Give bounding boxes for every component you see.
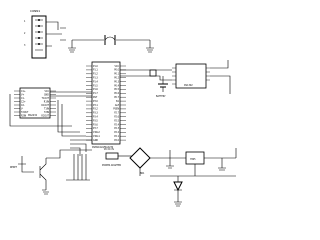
transceiver-pin-label: R2OUT xyxy=(41,114,49,117)
mcu-pin-label: P0.6 xyxy=(114,92,119,95)
mcu-right-pins: VCCP0.0P0.1P0.2P0.3P0.4P0.5P0.6P0.7EAALE… xyxy=(113,65,126,142)
mcu-pin-label: P0.2 xyxy=(114,77,119,80)
mcu-pin-label: P0.4 xyxy=(114,84,119,87)
transceiver-pin-label: T2IN xyxy=(44,111,49,114)
battery: BATTERY xyxy=(156,76,168,98)
mcu-pin-label: P0.0 xyxy=(114,69,119,72)
mcu-pin-label: PSEN xyxy=(113,108,119,111)
mcu-pin-label: P2.1 xyxy=(114,135,119,138)
mcu-pin-label: ALE xyxy=(115,104,120,107)
mcu-pin-label: P1.1 xyxy=(93,69,98,72)
connector-label: CONN1 xyxy=(30,9,40,13)
mcu-label: DS89C4x0/MAX232 xyxy=(92,146,114,149)
mcu-pin-label: P3.7 xyxy=(93,127,98,130)
transceiver-wires xyxy=(9,91,92,137)
dc-in-label: 9V DC IN xyxy=(104,148,114,151)
power-supply: 9V DC IN POWER ADAPTER BR1 7805 xyxy=(102,147,237,207)
rtc-chip: DS1302 xyxy=(120,60,231,94)
bridge-label: BR1 xyxy=(140,172,145,175)
mcu-pin-label: P2.5 xyxy=(114,119,119,122)
regulator-label: 7805 xyxy=(190,158,196,161)
mcu-left-pins: P1.0P1.1P1.2P1.3P1.4P1.5P1.6P1.7RSTP3.0P… xyxy=(86,65,100,142)
mcu-pin-label: P1.0 xyxy=(93,65,98,68)
transceiver-pin-label: C2- xyxy=(21,104,25,107)
port-wires xyxy=(66,139,92,181)
mcu-pin-label: P1.2 xyxy=(93,73,98,76)
mcu-pin-label: P1.5 xyxy=(93,84,98,87)
mcu-pin-label: P1.6 xyxy=(93,88,98,91)
rtc-label: DS1302 xyxy=(184,84,193,87)
transceiver-pin-label: T1OUT xyxy=(42,97,50,100)
mcu-pin-label: EA xyxy=(116,100,119,103)
transceiver-pin-label: C2+ xyxy=(21,100,26,103)
transceiver-pin-label: T1IN xyxy=(44,107,49,110)
transceiver-pin-label: R2IN xyxy=(21,114,27,117)
reset-switch-label: RESET xyxy=(10,166,18,169)
mcu-pin-label: RST xyxy=(93,96,98,99)
connector-pin-label: 1 xyxy=(24,20,26,23)
mcu-pin-label: P0.1 xyxy=(114,73,119,76)
serial-connector: CONN1 1 2 3 xyxy=(24,9,66,59)
mcu-pin-label: P3.2 xyxy=(93,108,98,111)
top-bus xyxy=(68,35,154,53)
mcu-pin-label: XTAL2 xyxy=(93,131,100,134)
mcu-pin-label: GND xyxy=(93,139,98,142)
transceiver-pin-label: GND xyxy=(44,93,49,96)
transceiver-pin-label: V- xyxy=(21,107,23,110)
mcu-pin-label: P2.3 xyxy=(114,127,119,130)
mcu-pin-label: P0.7 xyxy=(114,96,119,99)
connector-pin-label: 2 xyxy=(24,32,26,35)
reset-circuit: RESET xyxy=(10,149,92,195)
schematic-diagram: CONN1 1 2 3 DS89C4x0/MAX232 P1.0P1.1P1.2… xyxy=(9,9,237,207)
crystal xyxy=(149,69,157,77)
mcu-pin-label: P0.5 xyxy=(114,88,119,91)
mcu-pin-label: P3.0 xyxy=(93,100,98,103)
transceiver-pin-label: R1IN xyxy=(44,100,50,103)
mcu-pin-label: XTAL1 xyxy=(93,135,100,138)
battery-label: BATTERY xyxy=(156,95,166,98)
mcu-pin-label: P3.3 xyxy=(93,112,98,115)
transceiver-pin-label: R1OUT xyxy=(41,104,49,107)
power-adapter-label: POWER ADAPTER xyxy=(102,164,121,167)
transceiver-pin-label: T2OUT xyxy=(21,111,29,114)
connector-pin-label: 3 xyxy=(24,44,26,47)
mcu-pin-label: VCC xyxy=(114,65,119,68)
transceiver-pin-label: C1- xyxy=(21,97,25,100)
mcu-pin-label: P3.4 xyxy=(93,116,98,119)
mcu-pin-label: P1.7 xyxy=(93,92,98,95)
mcu-pin-label: P1.4 xyxy=(93,80,98,83)
mcu-pin-label: P2.7 xyxy=(114,112,119,115)
mcu-pin-label: P0.3 xyxy=(114,80,119,83)
mcu-pin-label: P2.0 xyxy=(114,139,119,142)
transceiver-label: MAX232 xyxy=(28,114,38,117)
mcu-pin-label: P3.1 xyxy=(93,104,98,107)
mcu-pin-label: P3.6 xyxy=(93,123,98,126)
transceiver-pin-label: V+ xyxy=(21,93,24,96)
mcu-pin-label: P1.3 xyxy=(93,77,98,80)
transceiver-pin-label: VCC xyxy=(44,90,49,93)
mcu-pin-label: P2.2 xyxy=(114,131,119,134)
transceiver-chip: MAX232 xyxy=(19,87,51,119)
transceiver-pin-label: C1+ xyxy=(21,90,26,93)
mcu-pin-label: P3.5 xyxy=(93,119,98,122)
mcu-pin-label: P2.6 xyxy=(114,116,119,119)
mcu-chip: DS89C4x0/MAX232 xyxy=(91,61,121,149)
mcu-pin-label: P2.4 xyxy=(114,123,119,126)
